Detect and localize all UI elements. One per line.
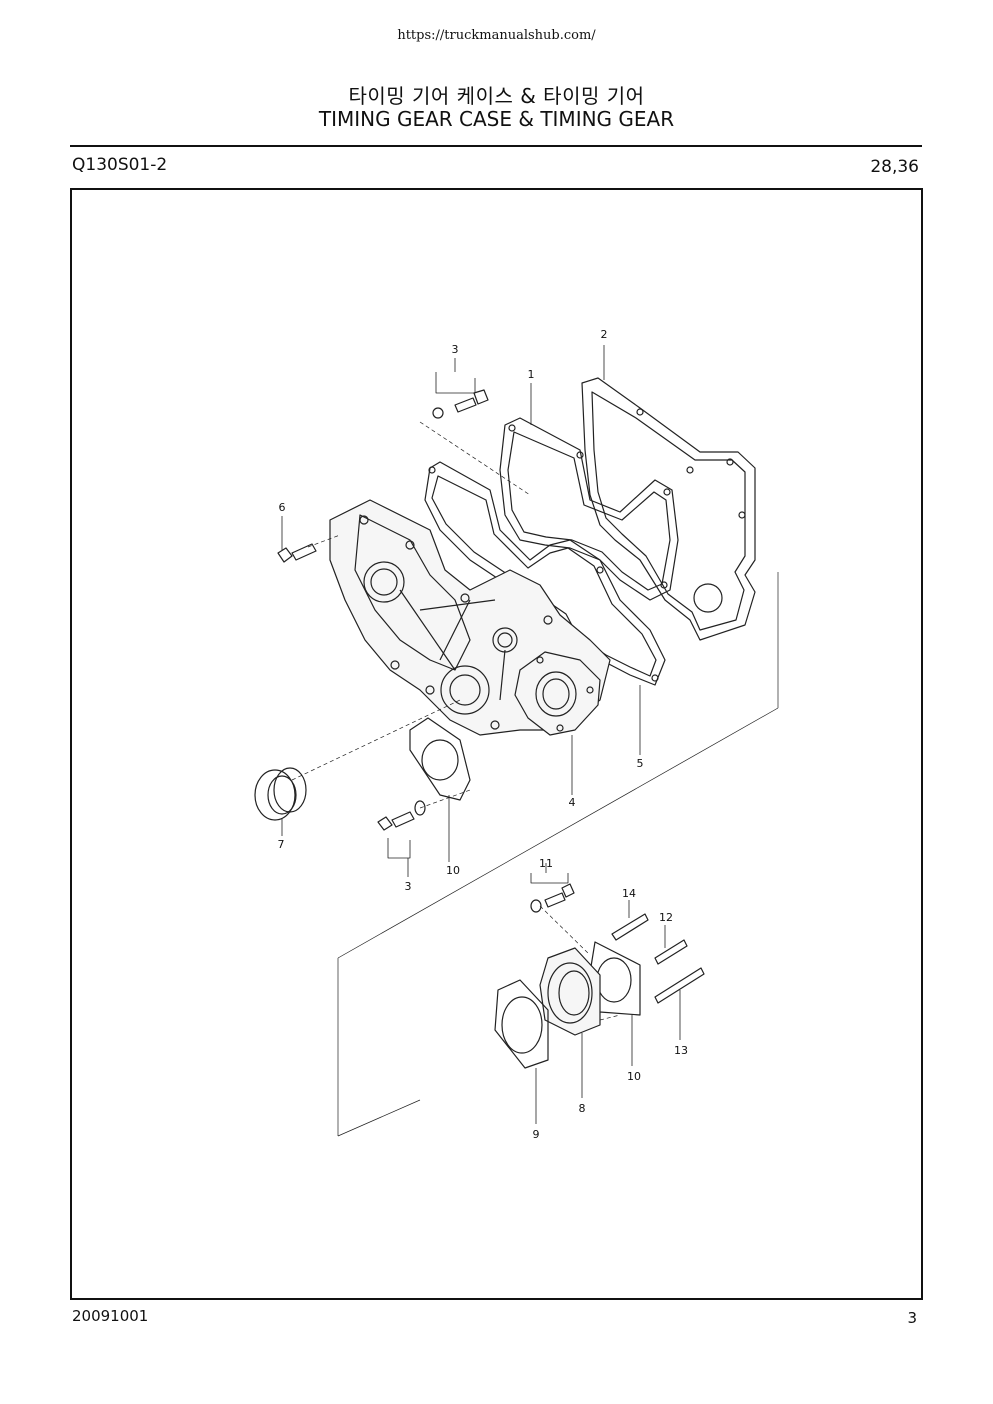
callout-1: 1 — [528, 368, 535, 381]
part-4-housing — [514, 651, 601, 736]
part-3-bolt-lower — [377, 800, 426, 831]
callout-14: 14 — [622, 887, 636, 900]
header-rule — [70, 145, 922, 147]
callout-10-lower: 10 — [627, 1070, 641, 1083]
page-title-english: TIMING GEAR CASE & TIMING GEAR — [318, 107, 675, 131]
leader-lines — [281, 345, 681, 1124]
callout-13: 13 — [674, 1044, 688, 1057]
callout-10-upper: 10 — [446, 864, 460, 877]
page-reference: 28,36 — [870, 157, 919, 177]
part-2-gasket — [581, 377, 756, 641]
part-13-stud — [654, 967, 705, 1004]
footer-page-number: 3 — [907, 1309, 917, 1327]
part-1-gasket — [499, 417, 679, 601]
callout-12: 12 — [659, 911, 673, 924]
dashed-alignment-lines — [291, 421, 621, 1021]
diagram-frame — [70, 188, 923, 1300]
callout-3-upper: 3 — [452, 343, 459, 356]
part-3-bolt-upper — [432, 389, 489, 419]
part-9-gasket — [494, 979, 549, 1069]
part-10-gasket-upper — [409, 717, 471, 801]
callout-8: 8 — [579, 1102, 586, 1115]
callout-3-lower: 3 — [405, 880, 412, 893]
part-5-gasket — [424, 461, 666, 686]
part-7-oil-seal — [254, 767, 307, 821]
callout-11: 11 — [539, 857, 553, 870]
callout-7: 7 — [278, 838, 285, 851]
callout-5: 5 — [637, 757, 644, 770]
callout-4: 4 — [569, 796, 576, 809]
part-8-cover — [539, 947, 601, 1036]
callout-9: 9 — [533, 1128, 540, 1141]
part-6-bolt — [277, 543, 317, 563]
source-url: https://truckmanualshub.com/ — [397, 28, 596, 43]
callout-2: 2 — [601, 328, 608, 341]
callout-6: 6 — [279, 501, 286, 514]
part-14-stud — [611, 913, 649, 941]
part-11-bolt — [530, 883, 575, 913]
part-12-stud — [654, 939, 688, 965]
page-title-korean: 타이밍 기어 케이스 & 타이밍 기어 — [348, 84, 645, 108]
callout-labels: 1 2 3 3 4 5 6 7 8 9 10 10 11 12 13 14 — [278, 328, 689, 1141]
footer-date-code: 20091001 — [72, 1307, 149, 1325]
group-code: Q130S01-2 — [72, 155, 168, 175]
assembly-boundary-lines — [337, 572, 779, 1137]
